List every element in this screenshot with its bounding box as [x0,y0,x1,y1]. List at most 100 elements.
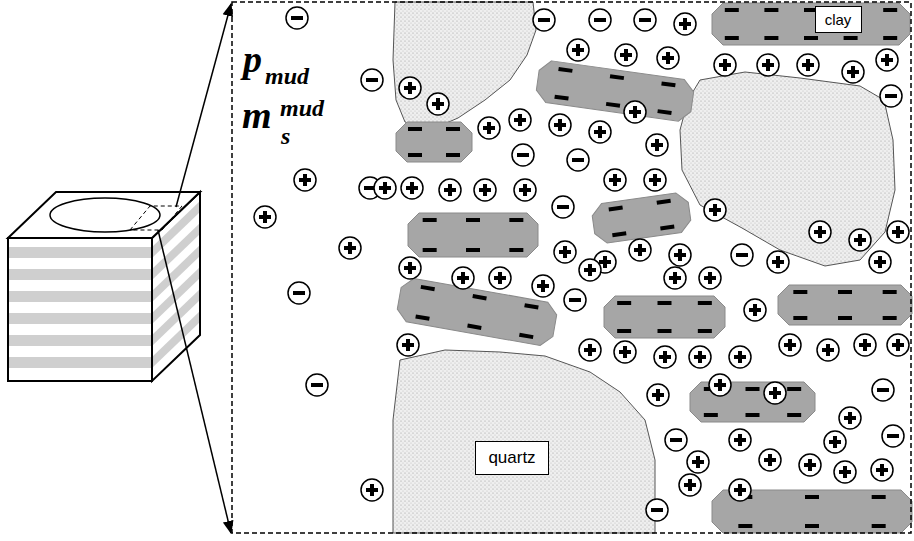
subscript: s [281,124,290,148]
cation [767,251,789,273]
borehole [50,198,160,232]
anion [872,379,894,401]
cation [361,479,383,501]
anion [306,374,328,396]
cation [629,239,651,261]
cation [839,407,861,429]
zoom-region [130,206,182,230]
clay-particle [396,122,472,162]
cation [674,13,696,35]
cation [729,429,751,451]
cation [809,221,831,243]
cation [646,134,668,156]
clay-particle [604,296,725,338]
cation [254,206,276,228]
cation [779,334,801,356]
cation [744,299,766,321]
cation [647,384,669,406]
cation [699,267,721,289]
cation [614,341,636,363]
zoom-panel [232,2,912,533]
cation [714,54,736,76]
cation [399,77,421,99]
cation [549,114,571,136]
cation [399,257,421,279]
cation [624,101,646,123]
mineral-label: clay [825,11,852,28]
cation [294,169,316,191]
quartz-grain [393,350,655,533]
zoom-arrow [158,230,231,533]
cation [869,251,891,273]
anion [880,85,902,107]
layer-band [152,311,200,368]
anion [665,429,687,451]
clay-particle [778,285,912,325]
clay-particle [408,213,538,257]
anion [589,9,611,31]
cation [687,451,709,473]
cation [489,267,511,289]
cation [567,39,589,61]
superscript: mud [280,96,324,120]
anion [361,69,383,91]
cation [729,346,751,368]
cation [439,179,461,201]
cation [478,117,500,139]
cation [709,374,731,396]
layer-band [8,269,152,280]
cation [887,334,909,356]
anion [552,196,574,218]
anion [634,9,656,31]
cation [644,169,666,191]
mineral-label: quartz [488,448,535,468]
cation [452,267,474,289]
cation [374,177,396,199]
cation [704,199,726,221]
cation [657,47,679,69]
quartz-grain [393,2,536,130]
cation [764,382,786,404]
cation [509,109,531,131]
layer-band [8,247,152,258]
subscript: mud [265,64,309,88]
cation [842,61,864,83]
anion [533,9,555,31]
layer-band [8,357,152,368]
zoom-arrow [176,4,231,207]
quartz-label-box: quartz [475,441,549,475]
zoom-frame [232,2,911,533]
cation [759,449,781,471]
cation [397,334,419,356]
cation [514,179,536,201]
cation [579,339,601,361]
cation [554,241,576,263]
cation [589,121,611,143]
layer-band [8,335,152,346]
cation [689,346,711,368]
clay-particle [591,191,693,244]
anion [882,425,904,447]
anion [564,289,586,311]
cation [876,49,898,71]
anion [646,499,668,521]
quartz-grain [680,72,895,266]
cation [834,461,856,483]
anion [512,144,534,166]
cation [579,259,601,281]
cation [824,431,846,453]
cation [854,334,876,356]
cation [757,54,779,76]
cation [654,346,676,368]
cation [532,275,554,297]
cation [817,339,839,361]
cation [887,221,909,243]
cation [871,459,893,481]
pressure-symbol: p [243,40,262,78]
anion [731,244,753,266]
cation [669,244,691,266]
cation [474,179,496,201]
clay-particle [712,3,910,45]
